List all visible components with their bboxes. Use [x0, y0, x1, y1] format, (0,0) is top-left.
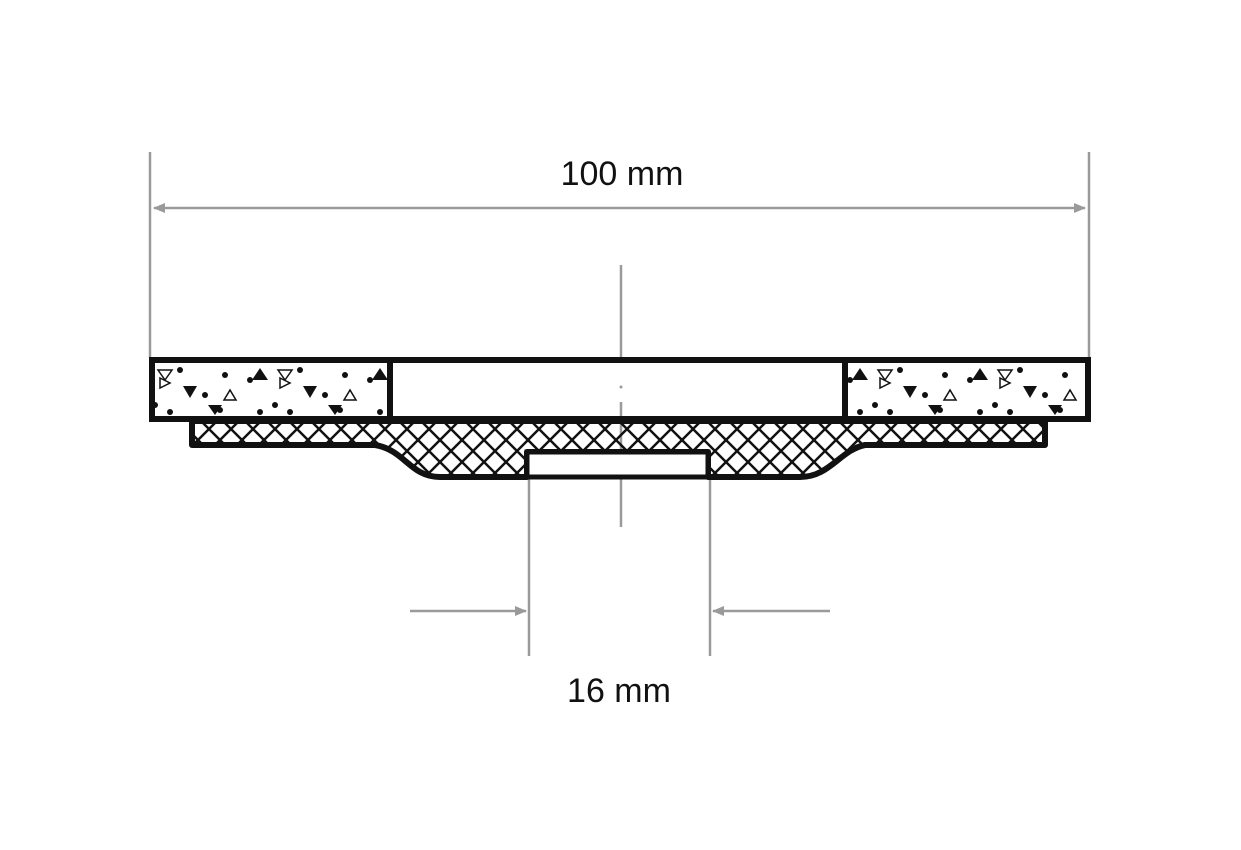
center-point [619, 385, 623, 389]
bore-hole [524, 449, 711, 480]
bore-diameter-label: 16 mm [567, 672, 671, 710]
abrasive-flap-right [842, 357, 1091, 422]
outer-diameter-label: 100 mm [560, 155, 684, 193]
abrasive-flap-left [149, 357, 393, 422]
